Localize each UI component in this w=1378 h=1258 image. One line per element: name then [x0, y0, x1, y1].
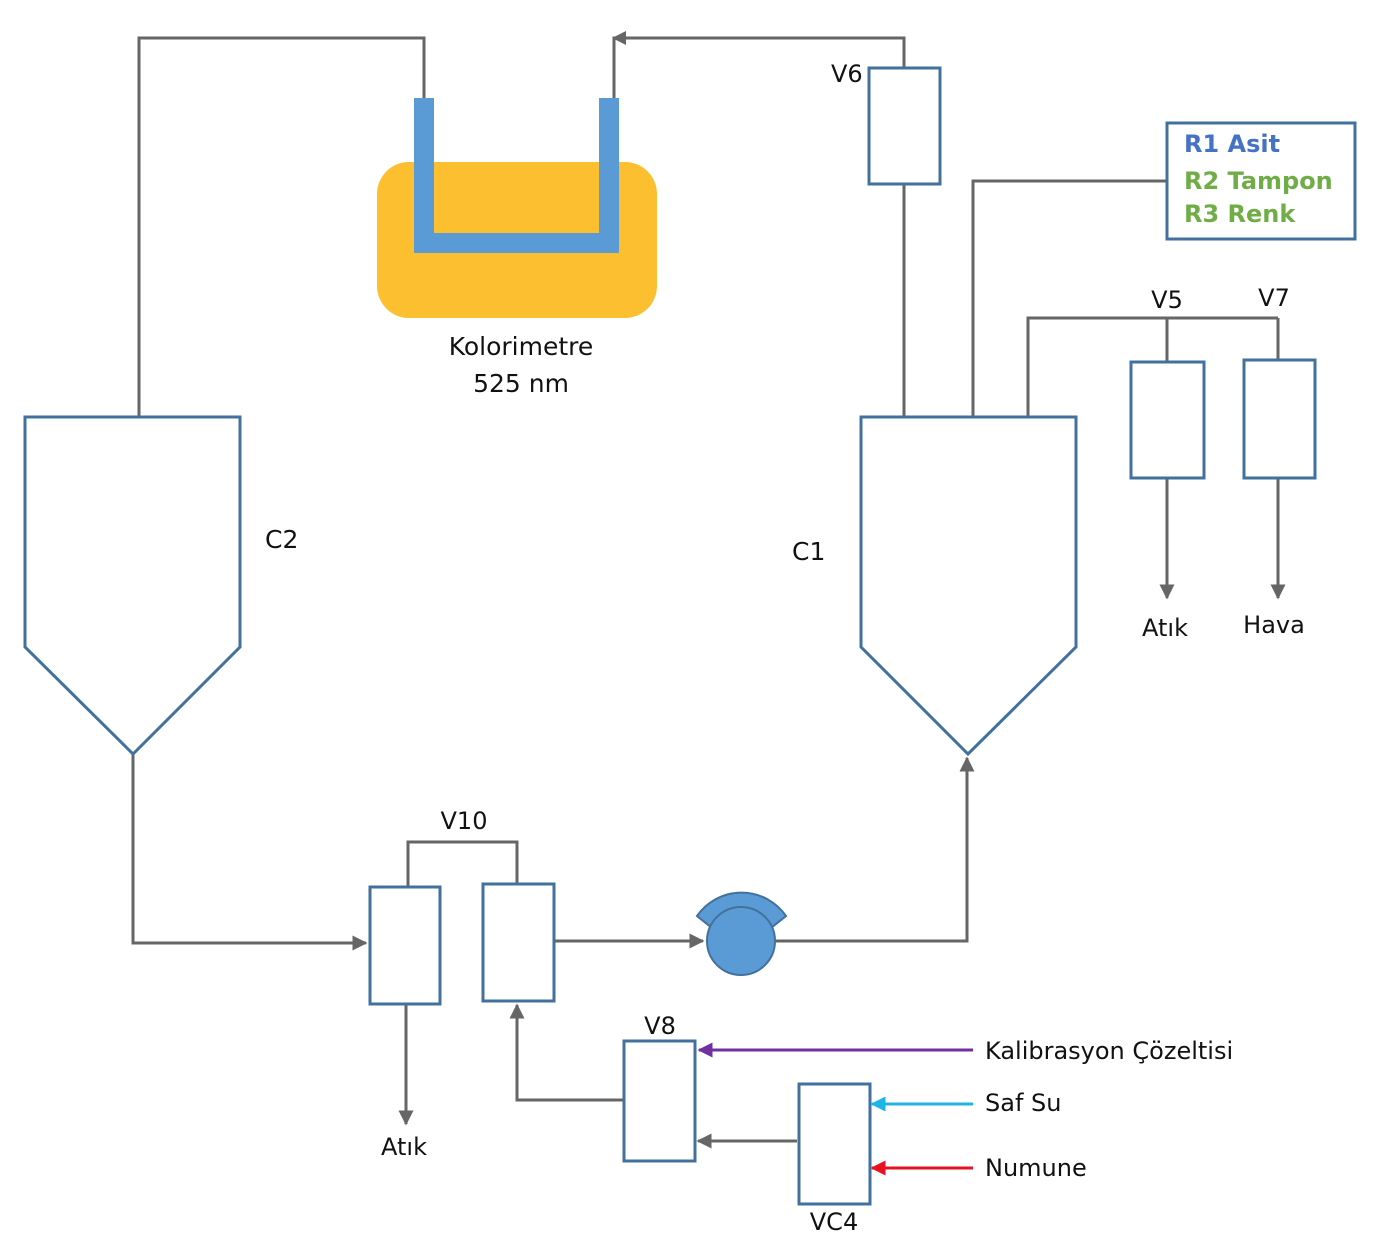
- valve-vc4-label: VC4: [810, 1208, 858, 1236]
- air-label: Hava: [1243, 611, 1305, 639]
- valve-v10-left: [368, 885, 442, 1006]
- pipe-pump-to-c1: [775, 756, 975, 943]
- pipe-v8-to-v10: [509, 1003, 623, 1102]
- colorimeter-wavelength: 525 nm: [473, 369, 569, 398]
- waste-right-label: Atık: [1142, 614, 1188, 642]
- valve-vc4: [797, 1082, 872, 1206]
- reagent-r2: R2 Tampon: [1184, 167, 1333, 195]
- valve-v10-right: [481, 882, 556, 1003]
- pipe-colorimeter-to-c2: [131, 36, 426, 488]
- arrow-into-colorimeter: [612, 31, 626, 45]
- valve-v7-label: V7: [1258, 284, 1290, 312]
- tank-c1-label: C1: [792, 537, 825, 566]
- input-pure-water-label: Saf Su: [985, 1089, 1061, 1117]
- valve-v6: [867, 66, 942, 186]
- valve-v5-label: V5: [1151, 286, 1183, 314]
- pipe-v10-bridge: [406, 840, 519, 887]
- valve-v7: [1242, 358, 1317, 480]
- tank-c2-label: C2: [265, 525, 298, 554]
- colorimeter-label: Kolorimetre: [449, 332, 594, 361]
- valve-v5: [1129, 360, 1206, 480]
- pipe-reagents-to-c1: [971, 179, 1167, 452]
- valve-v6-label: V6: [831, 60, 863, 88]
- pump: [695, 891, 788, 976]
- valve-v8-label: V8: [644, 1012, 676, 1040]
- reagent-box: [1165, 121, 1357, 241]
- pipe-c2-to-v10: [131, 754, 368, 951]
- input-calibration-label: Kalibrasyon Çözeltisi: [985, 1037, 1233, 1065]
- reagent-r3: R3 Renk: [1184, 200, 1296, 228]
- reagent-r1: R1 Asit: [1184, 130, 1280, 158]
- valve-v8: [622, 1039, 697, 1163]
- pipe-v6-to-colorimeter: [612, 36, 906, 98]
- valve-v10-label: V10: [441, 807, 488, 835]
- tank-c1: [859, 415, 1078, 757]
- colorimeter-cell: [414, 98, 619, 253]
- pump-head: [706, 906, 776, 976]
- tank-c2: [23, 415, 242, 757]
- input-sample-label: Numune: [985, 1154, 1087, 1182]
- waste-bottom-label: Atık: [381, 1133, 427, 1161]
- pipe-c1-to-v5-v7: [1026, 316, 1278, 450]
